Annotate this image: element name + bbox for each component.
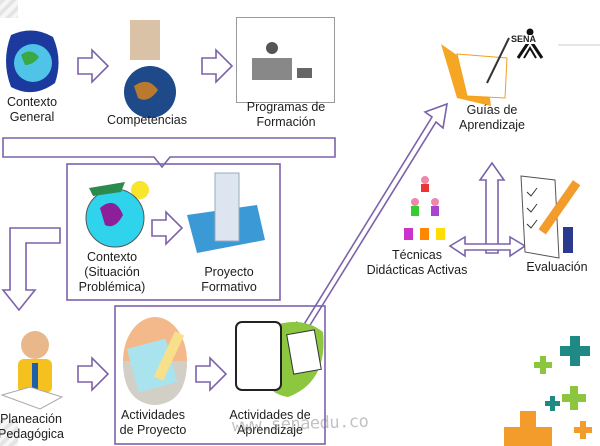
label-line: Formativo [201, 280, 257, 294]
building-project-icon [187, 172, 265, 253]
label-line: Actividades de [229, 408, 311, 422]
label-line: Formación [256, 115, 316, 129]
label-line: de Proyecto [119, 423, 187, 437]
double-arrow-horizontal [448, 235, 527, 258]
label-line: Pedagógica [0, 427, 65, 441]
arrow-right [201, 48, 234, 84]
label-line: Proyecto [204, 265, 254, 279]
world-context-icon [85, 181, 149, 248]
elbow-arrow [1, 227, 61, 312]
arrow-right [77, 356, 110, 392]
diagonal-arrow [295, 102, 449, 332]
globe-world-icon [6, 30, 59, 93]
activities-group-frame [114, 305, 326, 445]
label-line: Técnicas [391, 248, 443, 262]
children-pyramid-icon [404, 176, 445, 240]
folder-guide-icon [441, 37, 510, 106]
decorative-plus-pattern [504, 336, 592, 446]
context-group-frame [66, 163, 281, 301]
label-line: Aprendizaje [458, 118, 526, 132]
label-line: Contexto [6, 95, 58, 109]
decorative-stripe [0, 420, 18, 446]
label-line: General [9, 110, 55, 124]
arrow-right [77, 48, 110, 84]
arrow-right [195, 356, 228, 392]
training-programs-image [236, 17, 335, 103]
label-line: Programas de [246, 100, 326, 114]
brace-arrow [2, 137, 336, 169]
sena-logo-text: SENA [511, 34, 537, 44]
clipboard-icon [235, 321, 324, 397]
label-line: Problémica) [78, 280, 146, 294]
label-line: Planeación [0, 412, 62, 426]
decorative-stripe [0, 0, 18, 18]
notes-pencil-icon [123, 317, 187, 405]
sena-logo [510, 28, 550, 60]
label-line: Actividades [121, 408, 185, 422]
label-line: Didácticas Activas [366, 263, 468, 277]
evaluation-checklist-icon [520, 175, 581, 259]
node-competencias: Competencias [107, 113, 187, 127]
businessman-globe-icon [124, 20, 176, 118]
label-line: Contexto [86, 250, 138, 264]
double-arrow-vertical [478, 161, 506, 254]
teacher-headset-icon [0, 331, 64, 410]
arrow-right [151, 210, 184, 246]
label-line: (Situación [84, 265, 140, 279]
node-evaluacion: Evaluación [526, 260, 588, 274]
label-line: Guías de [466, 103, 518, 117]
label-line: Aprendizaje [236, 423, 303, 437]
